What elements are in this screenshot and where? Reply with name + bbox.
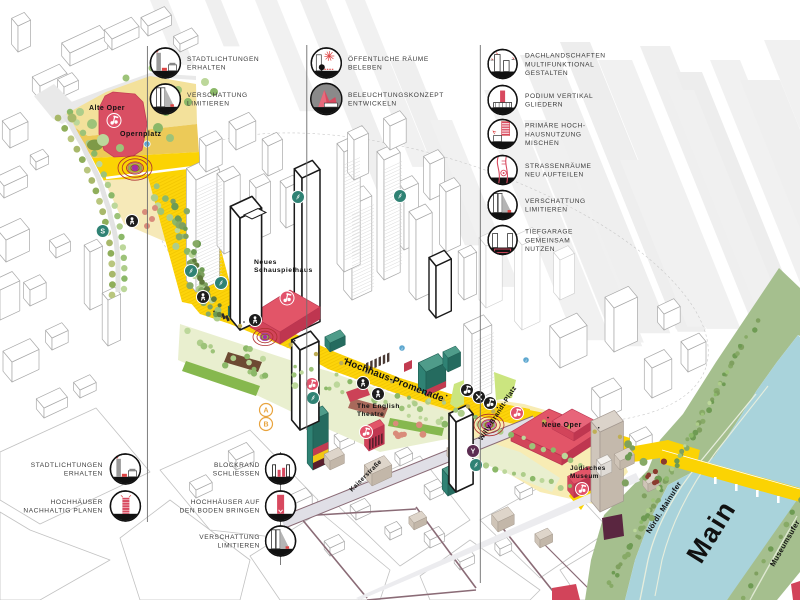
svg-text:HAUSNUTZUNG: HAUSNUTZUNG <box>525 131 582 138</box>
svg-text:MISCHEN: MISCHEN <box>525 140 559 147</box>
svg-text:LIMITIEREN: LIMITIEREN <box>525 207 568 214</box>
svg-text:Museum: Museum <box>570 473 599 480</box>
svg-text:i: i <box>525 358 527 363</box>
svg-text:Opernplatz: Opernplatz <box>120 131 162 138</box>
svg-text:VERSCHATTUNG: VERSCHATTUNG <box>525 198 586 205</box>
svg-text:SCHLIESSEN: SCHLIESSEN <box>213 471 260 478</box>
svg-text:NEU AUFTEILEN: NEU AUFTEILEN <box>525 172 584 179</box>
svg-text:The English: The English <box>357 403 400 410</box>
svg-text:STRASSENRÄUME: STRASSENRÄUME <box>525 162 592 170</box>
svg-text:BELEBEN: BELEBEN <box>348 65 382 72</box>
svg-text:LIMITIEREN: LIMITIEREN <box>187 101 230 108</box>
svg-text:Schauspielhaus: Schauspielhaus <box>254 267 313 274</box>
svg-text:ERHALTEN: ERHALTEN <box>187 65 226 72</box>
svg-text:ERHALTEN: ERHALTEN <box>64 471 103 478</box>
svg-text:VERSCHATTUNG: VERSCHATTUNG <box>187 92 248 99</box>
svg-text:i: i <box>401 346 403 351</box>
svg-text:Y: Y <box>471 449 476 456</box>
svg-text:PODIUM VERTIKAL: PODIUM VERTIKAL <box>525 93 593 100</box>
svg-text:Theatre: Theatre <box>357 411 384 418</box>
svg-text:NACHHALTIG PLANEN: NACHHALTIG PLANEN <box>23 508 103 515</box>
svg-text:STADTLICHTUNGEN: STADTLICHTUNGEN <box>31 462 103 469</box>
svg-text:DEN BODEN BRINGEN: DEN BODEN BRINGEN <box>180 508 260 515</box>
svg-text:VERSCHATTUNG: VERSCHATTUNG <box>199 534 260 541</box>
svg-text:BLOCKRAND: BLOCKRAND <box>214 462 260 469</box>
svg-text:PRIMÄRE HOCH-: PRIMÄRE HOCH- <box>525 122 586 130</box>
svg-text:HOCHHÄUSER AUF: HOCHHÄUSER AUF <box>191 498 260 506</box>
svg-text:S: S <box>100 229 105 236</box>
svg-text:STADTLICHTUNGEN: STADTLICHTUNGEN <box>187 56 259 63</box>
svg-text:A: A <box>263 408 268 415</box>
svg-text:MULTIFUNKTIONAL: MULTIFUNKTIONAL <box>525 61 594 68</box>
svg-text:ENTWICKELN: ENTWICKELN <box>348 101 397 108</box>
svg-text:TIEFGARAGE: TIEFGARAGE <box>525 229 573 236</box>
svg-text:GESTALTEN: GESTALTEN <box>525 70 568 77</box>
svg-text:NUTZEN: NUTZEN <box>525 246 555 253</box>
svg-text:DACHLANDSCHAFTEN: DACHLANDSCHAFTEN <box>525 53 606 60</box>
svg-text:Jüdisches: Jüdisches <box>570 465 606 472</box>
svg-text:B: B <box>263 422 268 429</box>
svg-text:HOCHHÄUSER: HOCHHÄUSER <box>51 498 103 506</box>
svg-text:Alte Oper: Alte Oper <box>89 105 125 112</box>
svg-text:BELEUCHTUNGSKONZEPT: BELEUCHTUNGSKONZEPT <box>348 92 444 99</box>
svg-text:ÖFFENTLICHE RÄUME: ÖFFENTLICHE RÄUME <box>348 55 429 63</box>
svg-text:GLIEDERN: GLIEDERN <box>525 102 563 109</box>
svg-text:Neues: Neues <box>254 259 277 266</box>
svg-text:LIMITIEREN: LIMITIEREN <box>217 543 260 550</box>
svg-text:GEMEINSAM: GEMEINSAM <box>525 237 570 244</box>
svg-text:Neue Oper: Neue Oper <box>542 422 582 429</box>
